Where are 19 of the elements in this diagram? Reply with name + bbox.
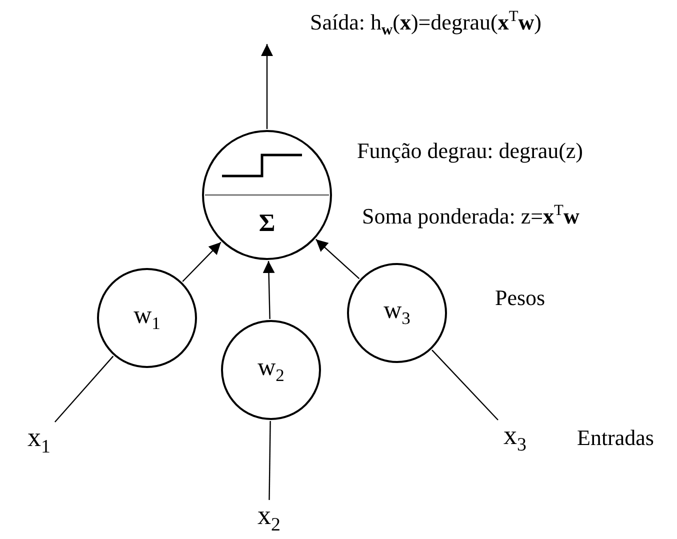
weight-label: w$_{2}$ <box>258 355 284 385</box>
arrow <box>315 238 360 280</box>
inputs-label: Entradas <box>577 425 654 452</box>
input-label: x$_{3}$ <box>498 420 532 456</box>
weights-label: Pesos <box>495 285 546 312</box>
weighted-sum-label: Soma ponderada: z=x$^{T}$w <box>362 202 580 230</box>
connector-line <box>268 420 271 500</box>
arrow <box>261 44 273 129</box>
input-label: x$_{1}$ <box>22 422 56 458</box>
activation-label: Função degrau: degrau(z) <box>357 138 584 164</box>
arrow <box>262 260 275 320</box>
connector-line <box>432 350 498 420</box>
arrow <box>182 242 222 282</box>
connector-line <box>54 356 114 422</box>
output-formula: Saída: h$_{w}$(x)=degrau(x$^{T}$w) <box>310 8 542 40</box>
weight-label: w$_{3}$ <box>384 298 410 328</box>
weight-label: w$_{1}$ <box>134 303 160 333</box>
sum-symbol: Σ <box>258 210 276 236</box>
input-label: x$_{2}$ <box>252 500 286 536</box>
